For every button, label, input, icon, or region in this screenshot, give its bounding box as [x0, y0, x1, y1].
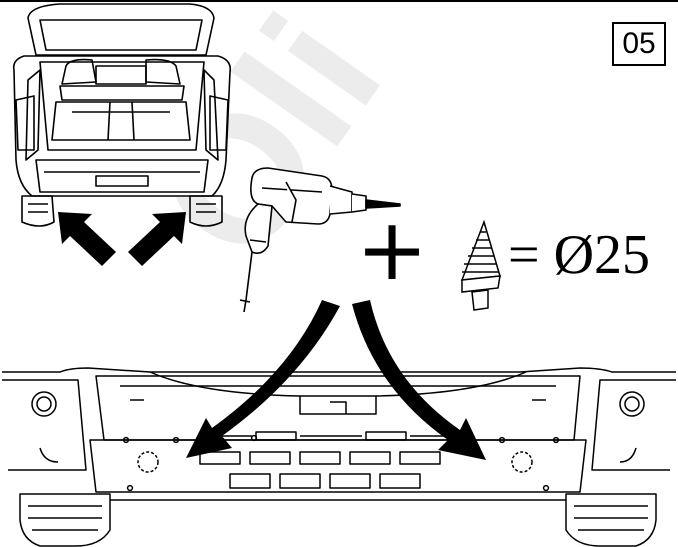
- top-rule: [0, 0, 678, 2]
- car-rear-icon: [12, 3, 232, 227]
- step-number-badge: 05: [612, 22, 666, 66]
- curved-arrows: [186, 300, 486, 460]
- plus-sign: +: [356, 200, 429, 300]
- pointer-arrows: [58, 212, 186, 266]
- step-drill-bit-icon: [460, 219, 501, 311]
- equals-sign: =: [508, 224, 540, 286]
- rear-bumper-icon: [2, 367, 676, 547]
- diameter-value: Ø25: [553, 224, 651, 286]
- power-drill-icon: [239, 167, 401, 313]
- hole-size-equation: = Ø25: [508, 220, 650, 290]
